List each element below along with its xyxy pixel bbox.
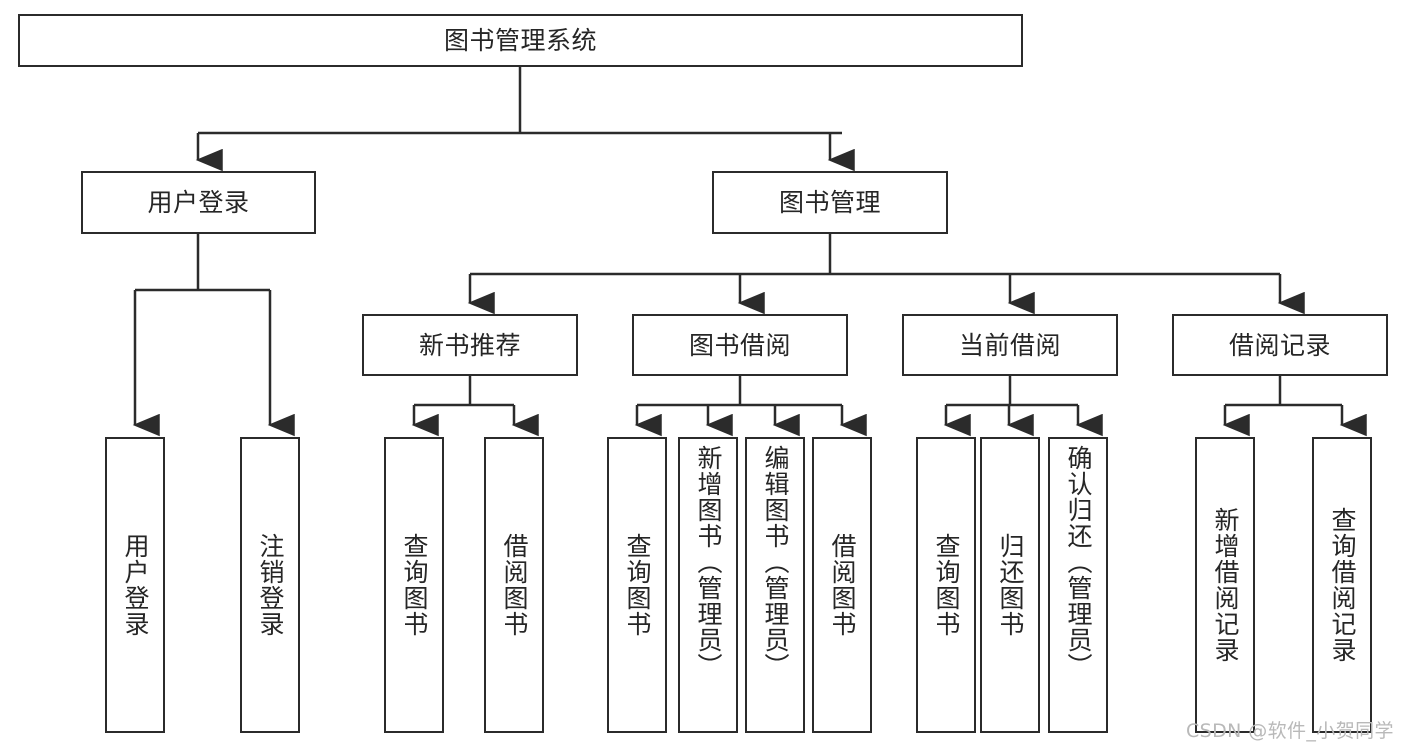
- node-new-book-recommend[interactable]: 新书推荐: [362, 314, 578, 376]
- node-label: 图书管理系统: [443, 26, 597, 55]
- leaf-label: 借阅图书: [500, 533, 529, 637]
- leaf-label: 查询图书: [400, 533, 429, 637]
- leaf-label: 用户登录: [121, 533, 150, 637]
- node-label: 图书借阅: [688, 330, 791, 360]
- leaf-label: 新增图书（管理员）: [694, 445, 723, 679]
- leaf-label: 归还图书: [996, 533, 1025, 637]
- leaf-user-login-logout[interactable]: 注销登录: [240, 437, 300, 733]
- leaf-new-book-query-book[interactable]: 查询图书: [384, 437, 444, 733]
- node-root-book-management-system[interactable]: 图书管理系统: [18, 14, 1023, 67]
- node-book-management[interactable]: 图书管理: [712, 171, 948, 234]
- leaf-label: 注销登录: [256, 533, 285, 637]
- leaf-book-borrow-borrow-book[interactable]: 借阅图书: [812, 437, 872, 733]
- node-label: 当前借阅: [958, 330, 1061, 360]
- leaf-label: 借阅图书: [828, 533, 857, 637]
- leaf-label: 查询借阅记录: [1328, 507, 1357, 663]
- csdn-watermark: CSDN @软件_小贺同学: [1186, 720, 1394, 742]
- leaf-book-borrow-query-book[interactable]: 查询图书: [607, 437, 667, 733]
- node-borrow-record[interactable]: 借阅记录: [1172, 314, 1388, 376]
- node-label: 借阅记录: [1228, 330, 1331, 360]
- leaf-label: 编辑图书（管理员）: [761, 445, 790, 679]
- leaf-label: 新增借阅记录: [1211, 507, 1240, 663]
- leaf-current-borrow-return-book[interactable]: 归还图书: [980, 437, 1040, 733]
- leaf-new-book-borrow-book[interactable]: 借阅图书: [484, 437, 544, 733]
- leaf-current-borrow-confirm-return-admin[interactable]: 确认归还（管理员）: [1048, 437, 1108, 733]
- node-label: 图书管理: [778, 188, 881, 217]
- leaf-borrow-record-query-record[interactable]: 查询借阅记录: [1312, 437, 1372, 733]
- leaf-user-login-do-login[interactable]: 用户登录: [105, 437, 165, 733]
- node-label: 用户登录: [147, 188, 250, 217]
- node-label: 新书推荐: [418, 330, 521, 360]
- leaf-label: 查询图书: [623, 533, 652, 637]
- node-user-login[interactable]: 用户登录: [81, 171, 316, 234]
- node-book-borrow[interactable]: 图书借阅: [632, 314, 848, 376]
- leaf-borrow-record-add-record[interactable]: 新增借阅记录: [1195, 437, 1255, 733]
- leaf-book-borrow-add-book-admin[interactable]: 新增图书（管理员）: [678, 437, 738, 733]
- leaf-book-borrow-edit-book-admin[interactable]: 编辑图书（管理员）: [745, 437, 805, 733]
- leaf-label: 确认归还（管理员）: [1064, 445, 1093, 679]
- leaf-current-borrow-query-book[interactable]: 查询图书: [916, 437, 976, 733]
- leaf-label: 查询图书: [932, 533, 961, 637]
- node-current-borrow[interactable]: 当前借阅: [902, 314, 1118, 376]
